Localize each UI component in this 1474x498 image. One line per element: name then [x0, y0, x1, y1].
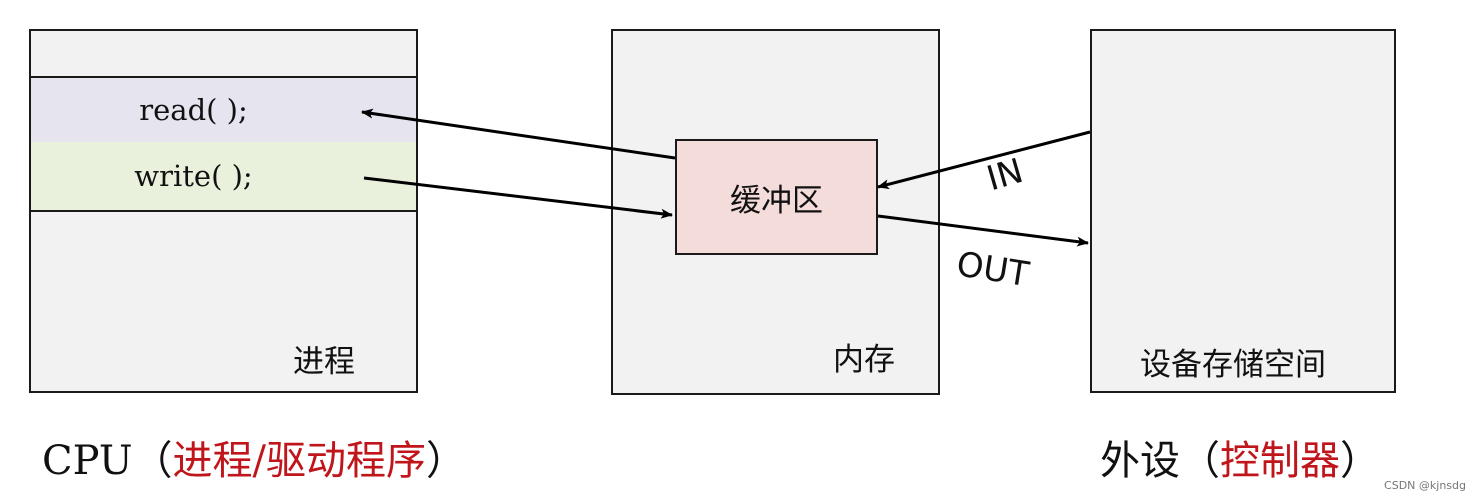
buffer-to-read-arrow	[361, 108, 676, 160]
write-to-buffer-arrow	[363, 176, 673, 219]
device-storage-box: 设备存储空间	[1090, 29, 1396, 393]
read-call-row: read( );	[31, 76, 416, 144]
peripheral-caption-suffix: ）	[1340, 438, 1380, 484]
peripheral-caption: 外设（控制器）	[1100, 428, 1380, 486]
cpu-caption-suffix: ）	[426, 438, 467, 484]
peripheral-caption-highlight: 控制器	[1220, 438, 1340, 484]
cpu-caption-prefix: CPU（	[42, 438, 173, 484]
write-call-text: write( );	[134, 159, 253, 193]
device-in-arrow	[877, 130, 1091, 190]
buffer-out-arrow	[877, 214, 1089, 247]
memory-label: 内存	[833, 342, 895, 378]
buffer-box: 缓冲区	[675, 139, 878, 255]
process-label: 进程	[293, 344, 355, 380]
read-call-text: read( );	[139, 93, 248, 127]
process-box: read( ); write( ); 进程	[29, 29, 418, 393]
watermark: CSDN @kjnsdg	[1384, 479, 1466, 492]
write-call-row: write( );	[31, 142, 416, 212]
buffer-label: 缓冲区	[730, 182, 823, 219]
cpu-caption-highlight: 进程/驱动程序	[172, 438, 427, 484]
peripheral-caption-prefix: 外设（	[1100, 438, 1220, 484]
cpu-caption: CPU（进程/驱动程序）	[42, 428, 466, 486]
device-storage-label: 设备存储空间	[1140, 347, 1326, 383]
